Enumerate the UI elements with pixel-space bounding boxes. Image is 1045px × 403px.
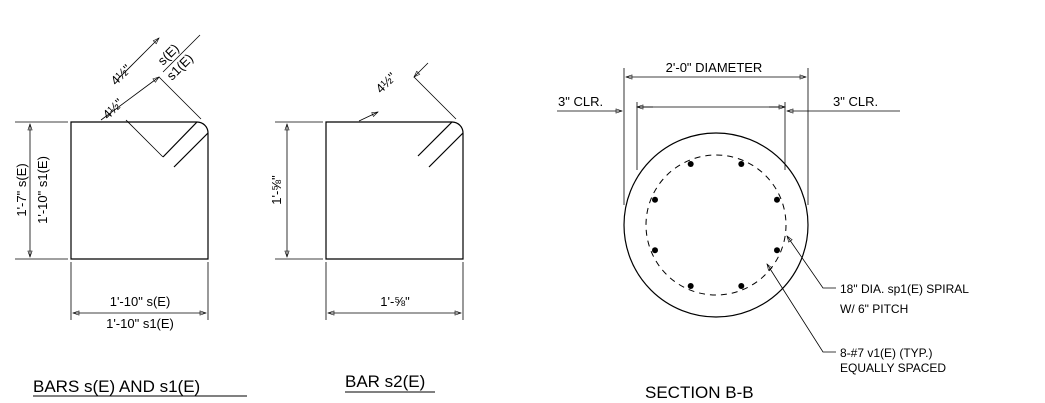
height-label-s1: 1'-10" s1(E) (35, 156, 50, 224)
hook-leg-1 (162, 121, 198, 158)
spiral-note-line2: W/ 6" PITCH (840, 302, 908, 316)
spiral-note-line1: 18" DIA. sp1(E) SPIRAL (840, 282, 969, 296)
hook-leg-2 (428, 132, 464, 168)
bars-note-line1: 8-#7 v1(E) (TYP.) (840, 346, 932, 360)
width-label-s1: 1'-10" s1(E) (106, 316, 174, 331)
rebar-dot (687, 283, 694, 289)
column-outline (623, 132, 809, 318)
hook-dim-line-outer (116, 37, 160, 81)
spiral-leader (786, 235, 836, 289)
bar-outline-s-s1 (70, 121, 209, 260)
clearance-label-right: 3" CLR. (833, 94, 878, 109)
height-label-s: 1'-7" s(E) (14, 163, 29, 216)
rebar-dot (652, 196, 658, 203)
rebar-dot (687, 161, 694, 167)
longitudinal-bars (652, 161, 780, 289)
detail-title-bar-s2: BAR s2(E) (345, 372, 425, 391)
rebar-dot (738, 283, 745, 289)
hook-dim-line (358, 111, 379, 122)
hook-dim-line-inner (100, 76, 160, 121)
width-label-s: 1'-10" s(E) (110, 294, 171, 309)
clearance-label-left: 3" CLR. (558, 94, 603, 109)
hook-length-outer: 4½" (108, 61, 135, 88)
hook-leg-2 (173, 132, 209, 168)
rebar-dot (774, 247, 780, 254)
detail-bar-s2: 4½" 1'-⅝" 1'-⅝" BAR s2(E) (269, 62, 464, 393)
section-b-b: 2'-0" DIAMETER 3" CLR. 3" CLR. 18" DIA. … (557, 60, 969, 402)
spiral-outline (645, 154, 787, 296)
height-label: 1'-⅝" (269, 175, 284, 205)
rebar-dot (652, 247, 658, 254)
detail-bars-s-s1: s(E) s1(E) 4½" 4½" 1'-7" s(E) 1'-10" s1(… (14, 34, 247, 397)
bar-outline-s2 (325, 121, 464, 260)
diameter-label: 2'-0" DIAMETER (666, 60, 763, 75)
rebar-dot (774, 196, 780, 203)
bars-note-line2: EQUALLY SPACED (840, 361, 946, 375)
hook-length: 4½" (373, 69, 400, 96)
hook-leg-1 (417, 121, 453, 157)
width-label: 1'-⅝" (380, 294, 410, 309)
detail-title-bars-s-s1: BARS s(E) AND s1(E) (33, 377, 200, 396)
section-title: SECTION B-B (645, 383, 754, 402)
rebar-dot (738, 161, 745, 167)
bars-leader (766, 263, 836, 353)
